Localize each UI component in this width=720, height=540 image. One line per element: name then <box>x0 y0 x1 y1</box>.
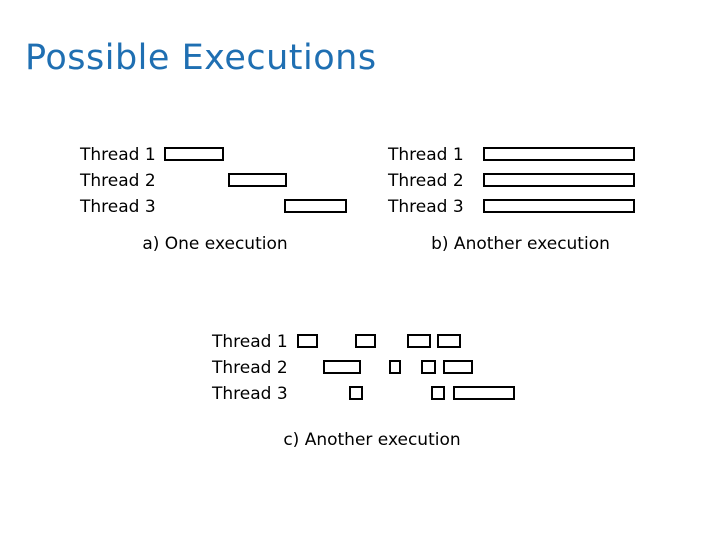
thread-label: Thread 1 <box>80 145 156 165</box>
execution-block <box>437 334 461 348</box>
figure-caption-a: a) One execution <box>142 234 288 254</box>
thread-label: Thread 1 <box>212 332 288 352</box>
execution-block <box>483 147 635 161</box>
figure-caption-c: c) Another execution <box>283 430 461 450</box>
thread-label: Thread 3 <box>388 197 464 217</box>
page-title: Possible Executions <box>25 38 377 78</box>
execution-block <box>323 360 361 374</box>
execution-block <box>431 386 445 400</box>
execution-block <box>164 147 224 161</box>
execution-block <box>443 360 473 374</box>
execution-block <box>228 173 287 187</box>
execution-block <box>421 360 436 374</box>
execution-block <box>483 173 635 187</box>
thread-label: Thread 1 <box>388 145 464 165</box>
execution-block <box>355 334 376 348</box>
thread-label: Thread 2 <box>388 171 464 191</box>
thread-label: Thread 3 <box>80 197 156 217</box>
thread-label: Thread 2 <box>212 358 288 378</box>
thread-label: Thread 2 <box>80 171 156 191</box>
execution-block <box>407 334 431 348</box>
figure-caption-b: b) Another execution <box>431 234 610 254</box>
execution-block <box>483 199 635 213</box>
execution-block <box>297 334 318 348</box>
execution-block <box>389 360 401 374</box>
thread-label: Thread 3 <box>212 384 288 404</box>
execution-block <box>284 199 347 213</box>
execution-block <box>349 386 363 400</box>
execution-block <box>453 386 515 400</box>
